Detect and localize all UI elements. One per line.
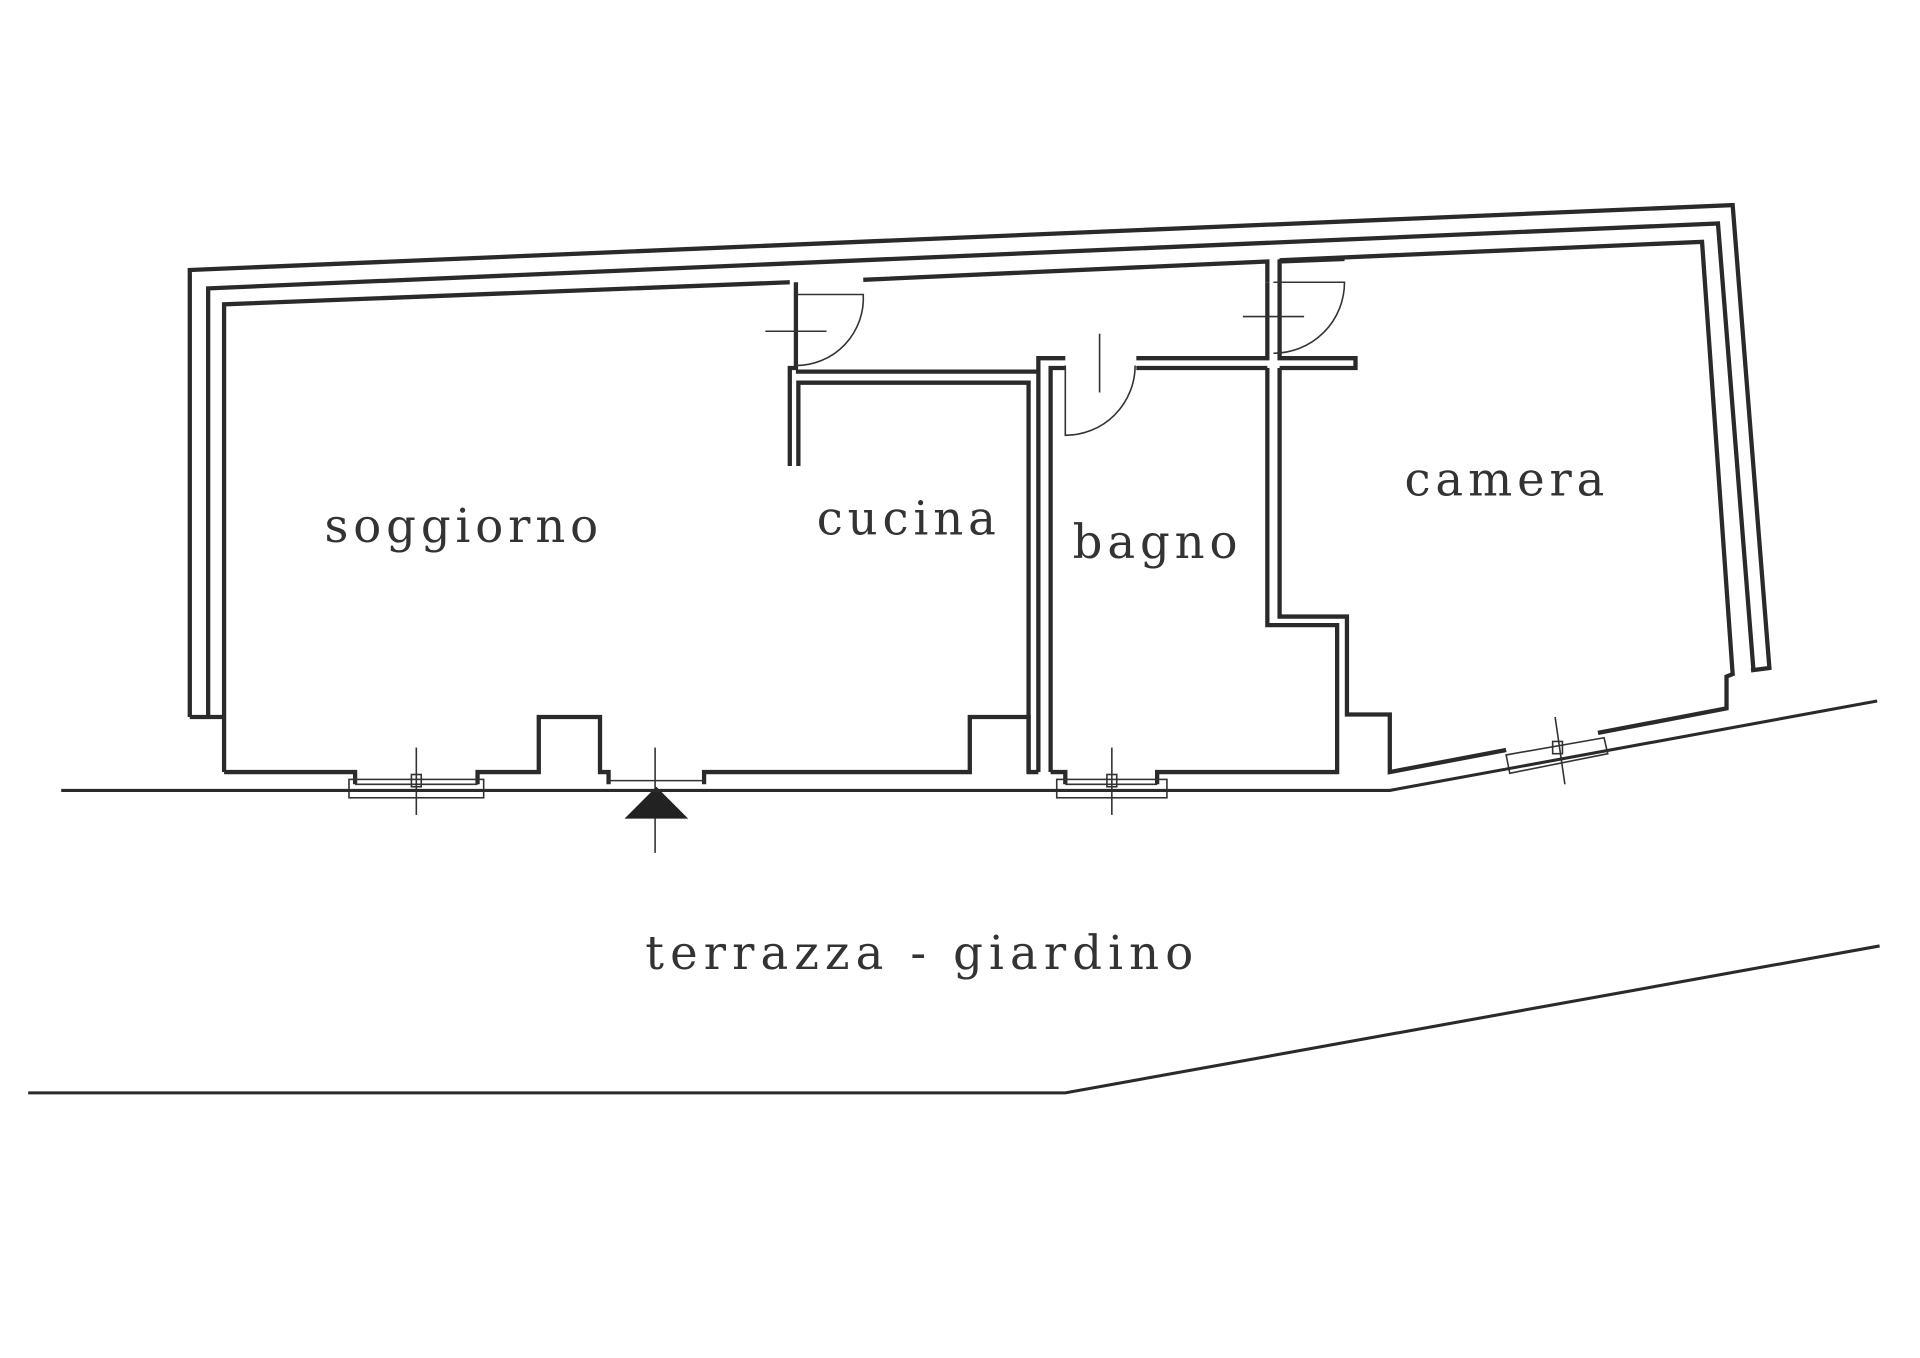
room-label-soggiorno: soggiorno	[324, 499, 603, 553]
windows	[348, 716, 1609, 815]
front-wall	[224, 367, 1507, 785]
doors	[765, 281, 1346, 437]
interior-walls	[787, 282, 1358, 773]
room-label-camera: camera	[1404, 452, 1609, 506]
room-label-bagno: bagno	[1073, 515, 1243, 569]
room-label-cucina: cucina	[817, 492, 1001, 546]
outer-walls	[187, 202, 1772, 773]
area-label-terrazza: terrazza - giardino	[645, 926, 1199, 980]
terrace-boundaries	[28, 699, 1880, 1095]
entrance-marker	[624, 747, 689, 853]
